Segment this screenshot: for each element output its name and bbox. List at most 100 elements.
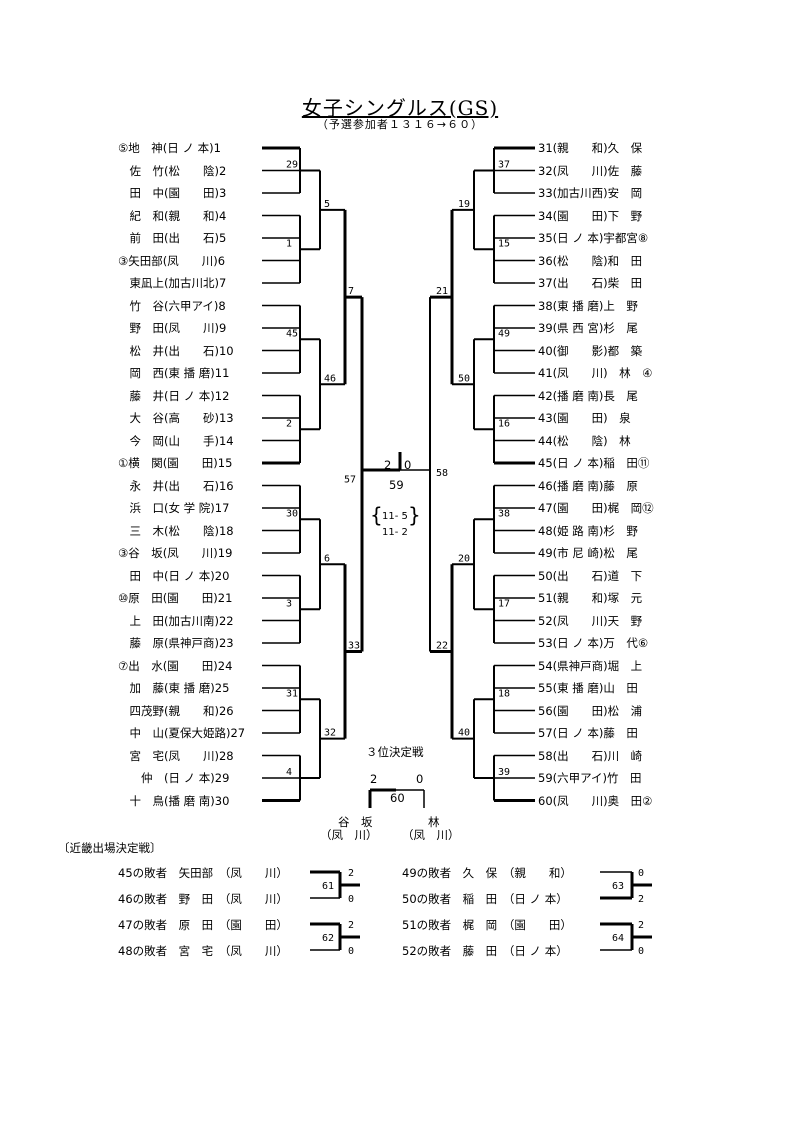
final-score-right: 0 [404,458,412,472]
left-player-entry: 仲 (日 ノ 本)29 [118,771,230,785]
right-player-entry: 51(親 和)塚 元 [538,591,643,605]
right-player-entry: 34(園 田)下 野 [538,208,643,223]
left-player-entry: ⑩原 田(園 田)21 [118,591,233,605]
left-player-entry: 田 中(日 ノ 本)20 [118,568,230,583]
third-place-score-left: 2 [370,772,378,786]
left-player-entry: 十 鳥(播 磨 南)30 [118,793,230,808]
set-score-1: 11- 5 [382,511,408,522]
third-place-player-right: 林 [428,815,440,829]
left-player-entry: ③谷 坂(凤 川)19 [118,546,233,560]
right-match-number: 39 [498,767,510,778]
right-player-entry: 41(凤 川) 林 ④ [538,366,653,380]
right-match-number: 15 [498,238,510,249]
right-player-entry: 38(東 播 磨)上 野 [538,298,638,313]
third-place-label: ３位決定戦 [366,745,424,759]
left-player-entry: ③矢田部(凤 川)6 [118,253,226,268]
right-match-number: 58 [436,468,448,479]
left-match-number: 30 [286,508,298,519]
left-player-entry: 松 井(出 石)10 [118,343,234,358]
page-subtitle: （予選参加者１３１６→６０） [316,118,484,131]
qualifier-score: 2 [638,894,644,905]
left-player-entry: ①横 関(園 田)15 [118,456,233,470]
right-match-number: 17 [498,598,510,609]
right-match-number: 38 [498,508,510,519]
left-player-entry: 四茂野(親 和)26 [118,703,234,718]
right-player-entry: 55(東 播 磨)山 田 [538,681,638,695]
right-player-entry: 43(園 田) 泉 [538,411,631,425]
right-player-entry: 50(出 石)道 下 [538,568,643,583]
left-match-number: 2 [286,418,292,429]
qualifier-right-row: 50の敗者 稲 田 （日 ノ 本） [402,892,568,906]
left-match-number: 32 [324,728,336,739]
left-match-number: 7 [348,286,354,297]
right-player-entry: 54(県神戸商)堀 上 [538,658,643,673]
qualifier-score: 0 [348,946,354,957]
left-match-number: 5 [324,199,330,210]
right-player-entry: 53(日 ノ 本)万 代⑥ [538,636,649,650]
left-player-entry: 中 山(夏保大姫路)27 [118,726,246,740]
right-match-number: 20 [458,553,470,564]
qualifier-score: 0 [638,868,644,879]
right-player-entry: 45(日 ノ 本)稲 田⑪ [538,456,650,470]
right-player-entry: 36(松 陰)和 田 [538,253,643,268]
left-player-entry: 宮 宅(凤 川)28 [118,748,234,763]
right-player-entry: 33(加古川西)安 岡 [538,186,643,200]
set-score-2: 11- 2 [382,527,408,538]
right-player-entry: 56(園 田)松 浦 [538,703,643,718]
right-player-entry: 35(日 ノ 本)宇都宮⑧ [538,231,649,245]
qualifier-score: 2 [348,920,354,931]
qualifier-match-number: 63 [612,881,624,892]
qualifier-right-row: 52の敗者 藤 田 （日 ノ 本） [402,944,568,958]
right-match-number: 37 [498,160,510,171]
qualifier-match-number: 64 [612,933,624,944]
qualifier-section-title: 〔近畿出場決定戦〕 [58,841,162,855]
right-match-number: 40 [458,728,470,739]
left-player-entry: ⑤地 神(日 ノ 本)1 [118,141,221,155]
left-player-entry: 佐 竹(松 陰)2 [118,163,227,178]
qualifier-right-row: 51の敗者 梶 岡 （園 田） [402,918,572,932]
left-match-number: 57 [344,474,356,485]
left-match-number: 29 [286,160,298,171]
left-player-entry: 紀 和(親 和)4 [118,208,227,223]
left-match-number: 4 [286,767,292,778]
right-player-entry: 37(出 石)柴 田 [538,276,643,290]
qualifier-left-row: 45の敗者 矢田部 （凤 川） [118,866,288,880]
set-scores-brace-right: } [408,503,421,527]
right-match-number: 49 [498,328,510,339]
right-player-entry: 44(松 陰) 林 [538,433,631,448]
left-player-entry: 永 井(出 石)16 [118,478,234,493]
left-match-number: 3 [286,598,292,609]
right-player-entry: 46(播 磨 南)藤 原 [538,478,638,493]
qualifier-left-row: 48の敗者 宮 宅 （凤 川） [118,944,288,958]
right-player-entry: 57(日 ノ 本)藤 田 [538,726,638,740]
left-player-entry: 浜 口(女 学 院)17 [118,501,230,515]
qualifier-left-row: 47の敗者 原 田 （園 田） [118,918,288,932]
qualifier-score: 0 [638,946,644,957]
left-match-number: 33 [348,640,360,651]
final-score-left: 2 [384,458,392,472]
right-player-entry: 47(園 田)梶 岡⑫ [538,501,654,515]
right-player-entry: 60(凤 川)奥 田② [538,793,653,808]
left-player-entry: 東凪上(加古川北)7 [118,276,227,290]
right-player-entry: 31(親 和)久 保 [538,141,643,155]
right-match-number: 18 [498,688,510,699]
left-player-entry: 竹 谷(六甲アイ)8 [118,298,226,313]
qualifier-match-number: 62 [322,933,334,944]
right-match-number: 50 [458,373,470,384]
left-match-number: 6 [324,553,330,564]
right-player-entry: 58(出 石)川 崎 [538,748,643,763]
left-player-entry: 藤 井(日 ノ 本)12 [118,388,230,403]
left-player-entry: 藤 原(県神戸商)23 [118,636,234,650]
left-match-number: 1 [286,238,292,249]
qualifier-score: 2 [638,920,644,931]
left-player-entry: 野 田(凤 川)9 [118,321,227,335]
right-match-number: 21 [436,286,448,297]
left-player-entry: 岡 西(東 播 磨)11 [118,366,230,380]
qualifier-score: 2 [348,868,354,879]
left-match-number: 46 [324,373,336,384]
right-player-entry: 42(播 磨 南)長 尾 [538,388,638,403]
qualifier-score: 0 [348,894,354,905]
right-player-entry: 39(県 西 宮)杉 尾 [538,321,638,335]
third-place-match-number: 60 [390,791,405,805]
